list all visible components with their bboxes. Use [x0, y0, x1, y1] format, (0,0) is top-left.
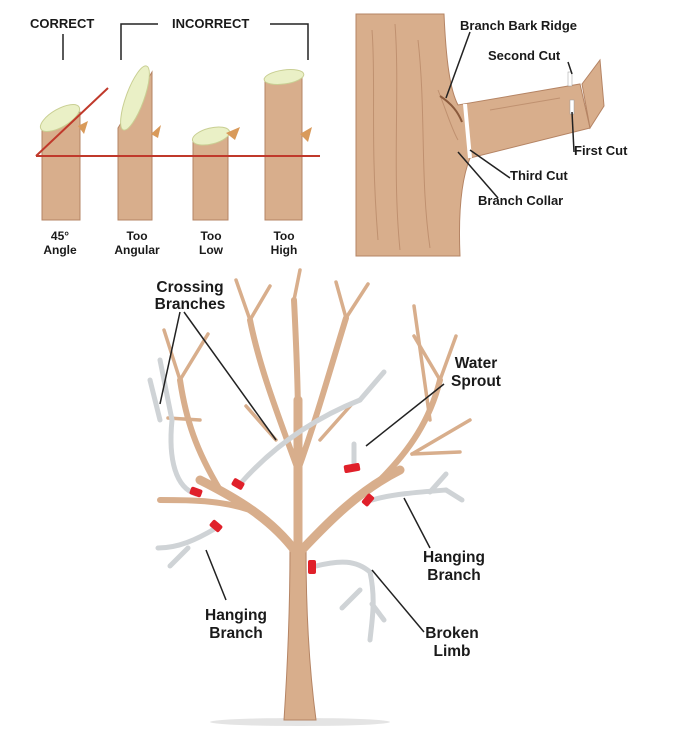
cut-angles-panel: CORRECT INCORRECT [30, 16, 320, 257]
cut-marker [231, 478, 245, 490]
label-water-1: Water [455, 355, 498, 372]
limb-end [581, 58, 605, 130]
first-cut-mark [569, 99, 575, 115]
cut-marker [343, 462, 361, 474]
caption-1-line2: Angle [43, 243, 77, 257]
cut-marker [189, 486, 203, 498]
label-hanging-left-2: Branch [209, 625, 262, 642]
caption-3-line1: Too [200, 229, 221, 243]
caption-4-line1: Too [273, 229, 294, 243]
bud [151, 125, 161, 138]
label-broken-2: Limb [433, 643, 470, 660]
branch-cut-leaders [445, 31, 575, 199]
label-hanging-left-1: Hanging [205, 607, 267, 624]
stem-too-low [191, 126, 240, 221]
label-crossing-2: Branches [155, 296, 226, 313]
cut-marker [361, 493, 375, 507]
angle-guide [35, 87, 109, 157]
branch-cut-panel: Branch Bark Ridge Second Cut First Cut T… [355, 13, 628, 257]
stem-too-angular [117, 65, 161, 221]
second-cut-mark [567, 71, 573, 87]
label-hanging-right-2: Branch [427, 567, 480, 584]
caption-3-line2: Low [199, 243, 224, 257]
bud [300, 127, 312, 142]
label-crossing-1: Crossing [156, 279, 223, 296]
third-cut-mark [463, 103, 472, 159]
ground-shadow [210, 718, 390, 726]
tree-panel: Crossing Branches Water Sprout Hanging B… [147, 268, 501, 726]
label-branch-collar: Branch Collar [478, 193, 563, 208]
header-incorrect: INCORRECT [172, 16, 249, 31]
live-branches [157, 268, 472, 557]
caption-4-line2: High [271, 243, 298, 257]
pruned-branches [147, 357, 465, 643]
caption-1-line1: 45° [51, 229, 69, 243]
bark-texture [371, 23, 561, 251]
label-broken-1: Broken [425, 625, 478, 642]
label-first-cut: First Cut [574, 143, 628, 158]
label-third-cut: Third Cut [510, 168, 568, 183]
cut-marker [308, 560, 316, 574]
cut-marker [209, 519, 223, 533]
stem-correct [39, 104, 88, 221]
header-correct: CORRECT [30, 16, 94, 31]
bud [78, 121, 88, 134]
incorrect-bracket [120, 23, 309, 60]
caption-2-line1: Too [126, 229, 147, 243]
cut-captions: 45° Angle Too Angular Too Low Too High [43, 229, 297, 257]
bark-ridge-mark [439, 95, 463, 123]
stem-too-high [263, 69, 312, 221]
label-water-2: Sprout [451, 373, 501, 390]
tree-leaders [159, 311, 445, 633]
bud [226, 127, 240, 140]
label-second-cut: Second Cut [488, 48, 561, 63]
caption-2-line2: Angular [114, 243, 160, 257]
cut-markers [189, 462, 375, 574]
label-hanging-right-1: Hanging [423, 549, 485, 566]
label-bark-ridge: Branch Bark Ridge [460, 18, 577, 33]
